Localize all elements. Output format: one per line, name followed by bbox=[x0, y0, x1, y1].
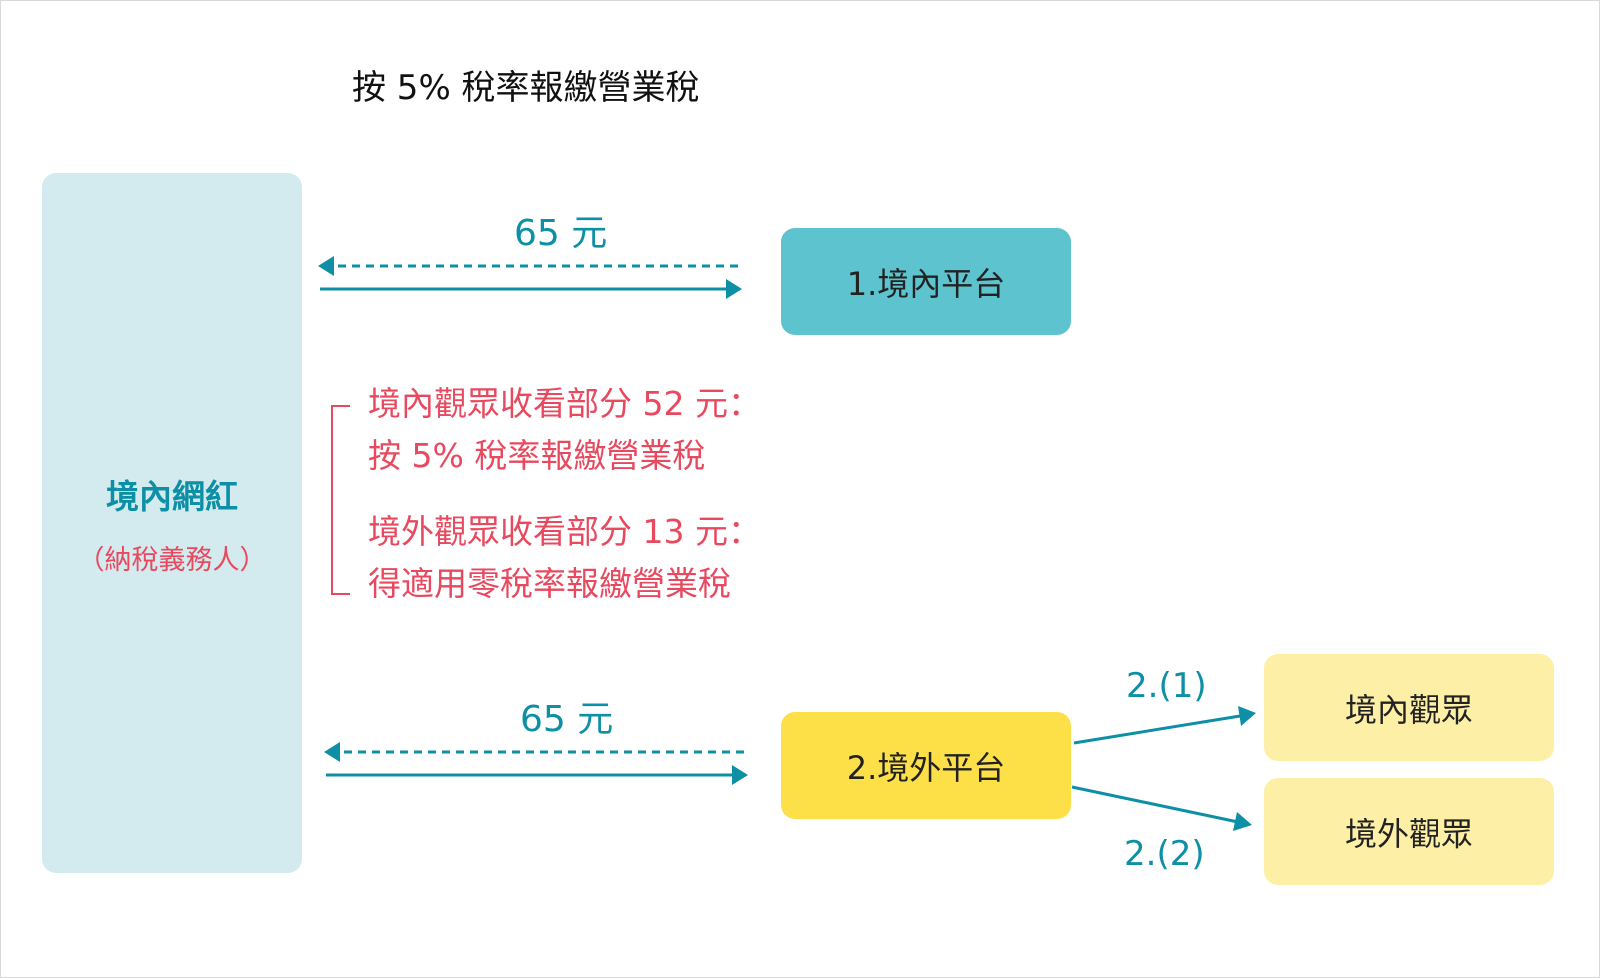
diagram-title: 按 5% 稅率報繳營業稅 bbox=[352, 68, 700, 108]
domestic-platform-box: 1.境內平台 bbox=[781, 228, 1071, 335]
foreign-amount-label: 65 元 bbox=[520, 699, 614, 740]
note-foreign-line2: 得適用零稅率報繳營業稅 bbox=[368, 564, 731, 603]
dashed-arrowhead-domestic bbox=[318, 256, 334, 276]
note-foreign-line1: 境外觀眾收看部分 13 元： bbox=[368, 512, 761, 551]
domestic-amount-label: 65 元 bbox=[514, 213, 608, 254]
foreign-platform-box: 2.境外平台 bbox=[781, 712, 1071, 819]
domestic-audience-box: 境內觀眾 bbox=[1264, 654, 1554, 761]
solid-arrowhead-foreign bbox=[732, 765, 748, 785]
arrowhead-to-domestic-audience bbox=[1238, 706, 1256, 726]
note-foreign: 境外觀眾收看部分 13 元： 得適用零稅率報繳營業稅 bbox=[368, 506, 761, 610]
note-domestic: 境內觀眾收看部分 52 元： 按 5% 稅率報繳營業稅 bbox=[368, 378, 761, 482]
note-domestic-line1: 境內觀眾收看部分 52 元： bbox=[368, 384, 761, 423]
dashed-arrowhead-foreign bbox=[324, 742, 340, 762]
arrow-to-foreign-audience bbox=[1071, 785, 1239, 824]
arrow-label-2-2: 2.(2) bbox=[1124, 834, 1205, 874]
solid-arrowhead-domestic bbox=[726, 279, 742, 299]
note-domestic-line2: 按 5% 稅率報繳營業稅 bbox=[368, 436, 706, 475]
arrow-to-domestic-audience bbox=[1073, 714, 1241, 745]
arrow-label-2-1: 2.(1) bbox=[1126, 666, 1207, 706]
influencer-role: （納稅義務人） bbox=[77, 544, 267, 576]
foreign-audience-box: 境外觀眾 bbox=[1264, 778, 1554, 885]
note-bracket bbox=[331, 405, 350, 595]
influencer-box: 境內網紅 （納稅義務人） bbox=[42, 173, 302, 873]
arrowhead-to-foreign-audience bbox=[1233, 812, 1252, 831]
influencer-name: 境內網紅 bbox=[106, 476, 238, 516]
